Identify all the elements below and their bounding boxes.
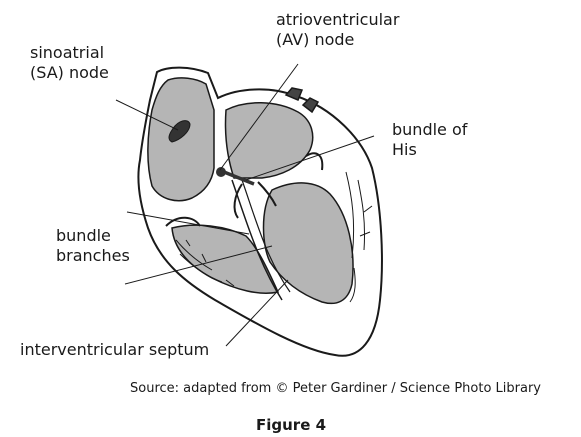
sa-node: [168, 120, 191, 143]
valve-flap: [257, 181, 277, 207]
av-leader-line: [219, 63, 299, 171]
purkinje-fibres-right: [175, 239, 235, 287]
left-atrium: [224, 102, 314, 179]
interventricular-septum-inner: [241, 179, 291, 293]
bundle-branches-label: bundle branches: [56, 226, 130, 265]
bundle-of-his: [223, 170, 255, 186]
septum-label: interventricular septum: [20, 340, 210, 359]
av-node-label: atrioventricular (AV) node: [276, 10, 400, 49]
left-ventricle: [262, 182, 354, 305]
sa-node-label: sinoatrial (SA) node: [30, 43, 109, 82]
branches-leader-line-lower: [124, 245, 273, 285]
source-credit: Source: adapted from © Peter Gardiner / …: [130, 381, 541, 396]
branches-leader-line-upper: [126, 211, 250, 235]
figure-title: Figure 4: [256, 416, 327, 434]
sa-leader-line: [115, 99, 179, 131]
av-node: [216, 167, 226, 177]
his-leader-line: [245, 135, 375, 181]
vessel-stub: [284, 87, 304, 101]
right-atrium: [147, 77, 215, 202]
valve-flap: [233, 183, 243, 219]
septum-leader-line: [225, 279, 289, 347]
bundle-of-his-label: bundle of His: [392, 120, 468, 159]
valve-flap: [165, 216, 201, 227]
purkinje-fibres-left: [345, 171, 373, 303]
vessel-stub: [301, 97, 320, 114]
